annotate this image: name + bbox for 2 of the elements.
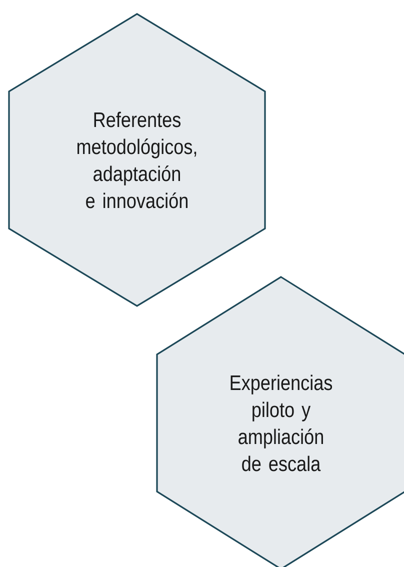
- hexagon: Experiencias piloto y ampliación de escala: [156, 276, 404, 567]
- hexagon: Referentes metodológicos, adaptación e innovación: [8, 13, 266, 307]
